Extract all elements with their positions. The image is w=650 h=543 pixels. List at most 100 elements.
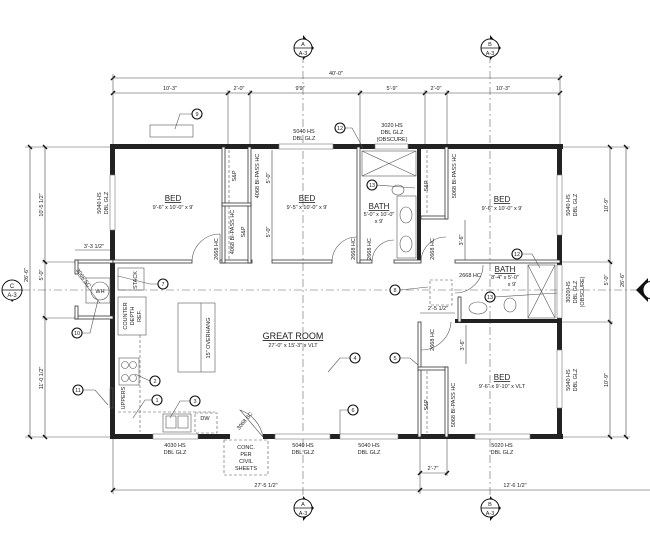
door-label: 2668 HC: [430, 329, 436, 351]
bath-fixtures: [361, 150, 556, 319]
window-label: DBL GLZ: [491, 450, 514, 456]
kitchen: STACK WH COUNTER DEPTH REF. UPPERS DW 15…: [85, 124, 453, 476]
fridge-label: COUNTER: [123, 302, 129, 329]
window-label: DBL GLZ: [573, 280, 579, 303]
svg-text:A-3: A-3: [486, 51, 495, 57]
conc-note: CONC.: [237, 445, 255, 451]
shelf-label: S&P: [241, 226, 247, 237]
island-overhang-label: 15" OVERHANG: [206, 317, 212, 358]
doors: 2668 HC 4068 BI-PASS HC 4068 BI-PASS HC …: [74, 154, 484, 438]
window-label: 5040 HS: [97, 192, 103, 214]
conc-note: CIVIL: [239, 459, 253, 465]
callout-8: 8: [389, 284, 401, 296]
section-marker-right: [636, 278, 650, 302]
dim-left-overall: 26'-6": [24, 268, 30, 282]
svg-text:13: 13: [487, 295, 493, 301]
dim-right: 10'-9": [604, 198, 610, 212]
right-dimensions: 10'-9" 5'-0" 10'-9" 26'-6": [560, 144, 630, 440]
callout-6: 6: [347, 404, 359, 416]
room-size: 9'-6" x 10'-0" x 9': [153, 205, 194, 211]
door-label: 3068 SC: [236, 411, 254, 431]
room-name: BED: [494, 373, 511, 382]
conc-note: SHEETS: [235, 466, 257, 472]
door-label: 3068 SC: [74, 268, 91, 289]
dim-top: 2'-0": [234, 86, 245, 92]
window-label: 5040 HS: [292, 443, 314, 449]
svg-text:A-3: A-3: [299, 511, 308, 517]
window-label: (OBSCURE): [377, 137, 408, 143]
top-dimensions: 40'-0" 10'-3" 2'-0" 9'9" 5'-9" 2'-0" 10'…: [110, 71, 563, 147]
dim-door-offset: 3'-6": [459, 234, 465, 245]
window-label: 5020 HS: [491, 443, 513, 449]
dim-top: 2'-0": [431, 86, 442, 92]
fridge-label: DEPTH: [130, 307, 136, 326]
window-label: DBL GLZ: [293, 136, 316, 142]
dishwasher-label: DW: [200, 416, 210, 422]
window-label: 5040 HS: [566, 194, 572, 216]
dim-closet-bottom: 2'-7": [428, 466, 439, 472]
uppers-label: UPPERS: [121, 386, 127, 409]
dim-bottom: 12'-6 1/2": [503, 483, 526, 489]
dim-left: 10'-5 1/2": [39, 193, 45, 216]
dim-top: 10'-3": [496, 86, 510, 92]
room-size: 8'-4" x 5'-0": [491, 275, 519, 281]
window-label: 3020 HS: [566, 281, 572, 303]
svg-text:B: B: [488, 502, 492, 508]
svg-text:8: 8: [393, 288, 396, 294]
dim-right: 5'-0": [604, 274, 610, 285]
callout-10: 10: [71, 327, 83, 339]
bottom-dimensions: 27'-5 1/2" 12'-6 1/2" 2'-7": [110, 437, 650, 494]
svg-text:A: A: [301, 42, 305, 48]
fridge-label: REF.: [137, 310, 143, 322]
room-size: 9'-5" x 10'-0" x 9': [287, 205, 328, 211]
window-label: DBL GLZ: [358, 450, 381, 456]
window-label: DBL GLZ: [104, 191, 110, 214]
room-size: 9'-6" x 9'-10" x VLT: [479, 384, 526, 390]
svg-text:12: 12: [514, 252, 520, 258]
callout-12: 12: [511, 248, 523, 260]
callout-12: 12: [334, 122, 346, 134]
svg-text:1: 1: [155, 398, 158, 404]
window-label: 4030 HS: [164, 443, 186, 449]
interior-walls: [112, 146, 561, 438]
room-size: 27'-0" x 15'-3" x VLT: [268, 343, 318, 349]
dim-bottom: 27'-5 1/2": [254, 483, 277, 489]
water-heater-label: WH: [95, 289, 104, 295]
dim-right-overall: 26'-6": [620, 273, 626, 287]
door-label: 2668 HC: [351, 238, 357, 260]
stack-label: STACK: [133, 271, 139, 289]
door-label: 5068 BI-PASS HC: [451, 383, 457, 428]
window-label: DBL GLZ: [381, 130, 404, 136]
room-name: GREAT ROOM: [263, 331, 324, 341]
door-label: 2668 HC: [214, 238, 220, 260]
conc-note: PER: [240, 452, 251, 458]
svg-text:13: 13: [369, 183, 375, 189]
dim-closet-inner: 5'-0": [266, 226, 272, 237]
svg-text:6: 6: [351, 408, 354, 414]
callout-13: 13: [484, 291, 496, 303]
room-labels: BED 9'-6" x 10'-0" x 9' BED 9'-5" x 10'-…: [153, 194, 526, 390]
window-label: 5040 HS: [293, 129, 315, 135]
svg-text:12: 12: [337, 126, 343, 132]
dim-right: 10'-9": [604, 373, 610, 387]
window-label: DBL GLZ: [573, 193, 579, 216]
svg-text:3: 3: [193, 399, 196, 405]
svg-text:2: 2: [153, 379, 156, 385]
dim-hall: 2'-5 1/2": [428, 306, 448, 312]
callout-5: 5: [389, 352, 401, 364]
svg-text:A-3: A-3: [299, 51, 308, 57]
callout-9: 9: [191, 108, 203, 120]
dim-left: 11'-0 1/2": [39, 367, 45, 390]
room-name: BATH: [495, 265, 516, 274]
door-label: 4068 BI-PASS HC: [230, 210, 236, 255]
dim-top: 5'-9": [387, 86, 398, 92]
door-label: 5068 BI-PASS HC: [452, 154, 458, 199]
callout-2: 2: [149, 375, 161, 387]
dim-left: 5'-0": [39, 269, 45, 280]
door-label: 2668 HC: [459, 273, 481, 279]
svg-text:9: 9: [195, 112, 198, 118]
room-name: BED: [494, 195, 511, 204]
window-label: DBL GLZ: [292, 450, 315, 456]
window-label: 3020 HS: [381, 123, 403, 129]
